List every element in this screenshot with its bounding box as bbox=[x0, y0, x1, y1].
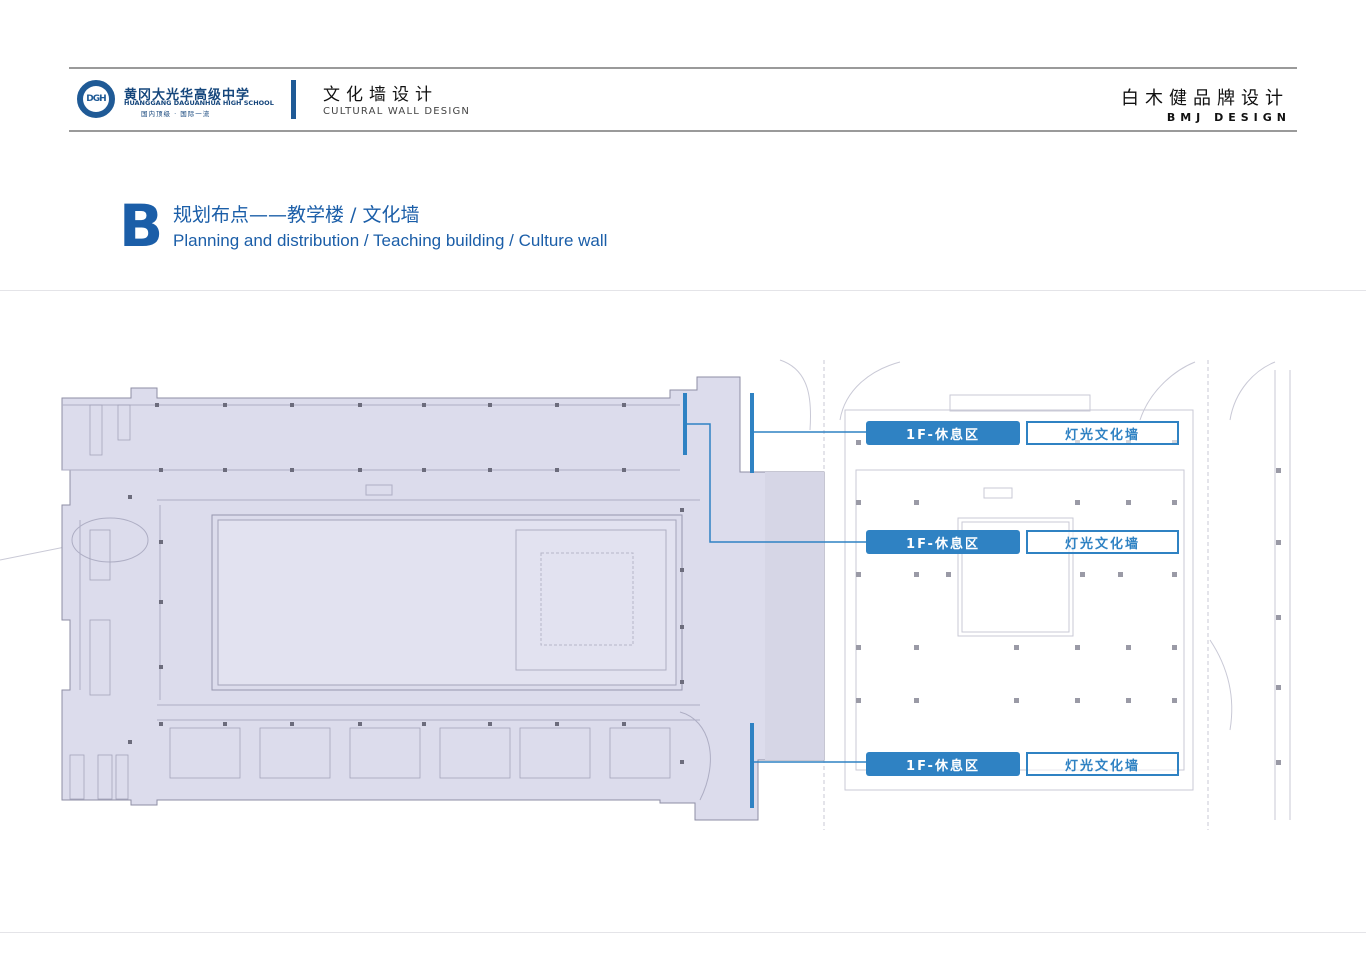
marker-wall-label: 灯光文化墙 bbox=[1026, 752, 1179, 776]
brand-name-cn: 白木健品牌设计 bbox=[1121, 88, 1289, 109]
school-motto: 国内顶级 · 国际一流 bbox=[141, 110, 211, 118]
content-top-rule bbox=[0, 290, 1366, 291]
marker-zone-label: 1F-休息区 bbox=[866, 530, 1020, 554]
section-title-en: CULTURAL WALL DESIGN bbox=[323, 106, 471, 117]
school-name-cn: 黄冈大光华高级中学 bbox=[124, 88, 251, 103]
section-letter: B bbox=[119, 192, 164, 260]
content-bottom-rule bbox=[0, 932, 1366, 933]
school-name-en: HUANGGANG DAGUANHUA HIGH SCHOOL bbox=[124, 99, 274, 107]
marker-wall-label: 灯光文化墙 bbox=[1026, 530, 1179, 554]
marker-wall-label: 灯光文化墙 bbox=[1026, 421, 1179, 445]
page-title-en: Planning and distribution / Teaching bui… bbox=[173, 231, 608, 250]
section-title-cn: 文化墙设计 bbox=[323, 85, 438, 105]
header-bottom-rule bbox=[69, 130, 1297, 132]
header-top-rule bbox=[69, 67, 1297, 69]
page-title-cn: 规划布点——教学楼 / 文化墙 bbox=[173, 204, 420, 226]
marker-zone-label: 1F-休息区 bbox=[866, 752, 1020, 776]
header-divider bbox=[291, 80, 296, 119]
school-emblem-icon: DGH bbox=[77, 80, 115, 118]
marker-zone-label: 1F-休息区 bbox=[866, 421, 1020, 445]
brand-name-en: BMJ DESIGN bbox=[1166, 111, 1291, 124]
